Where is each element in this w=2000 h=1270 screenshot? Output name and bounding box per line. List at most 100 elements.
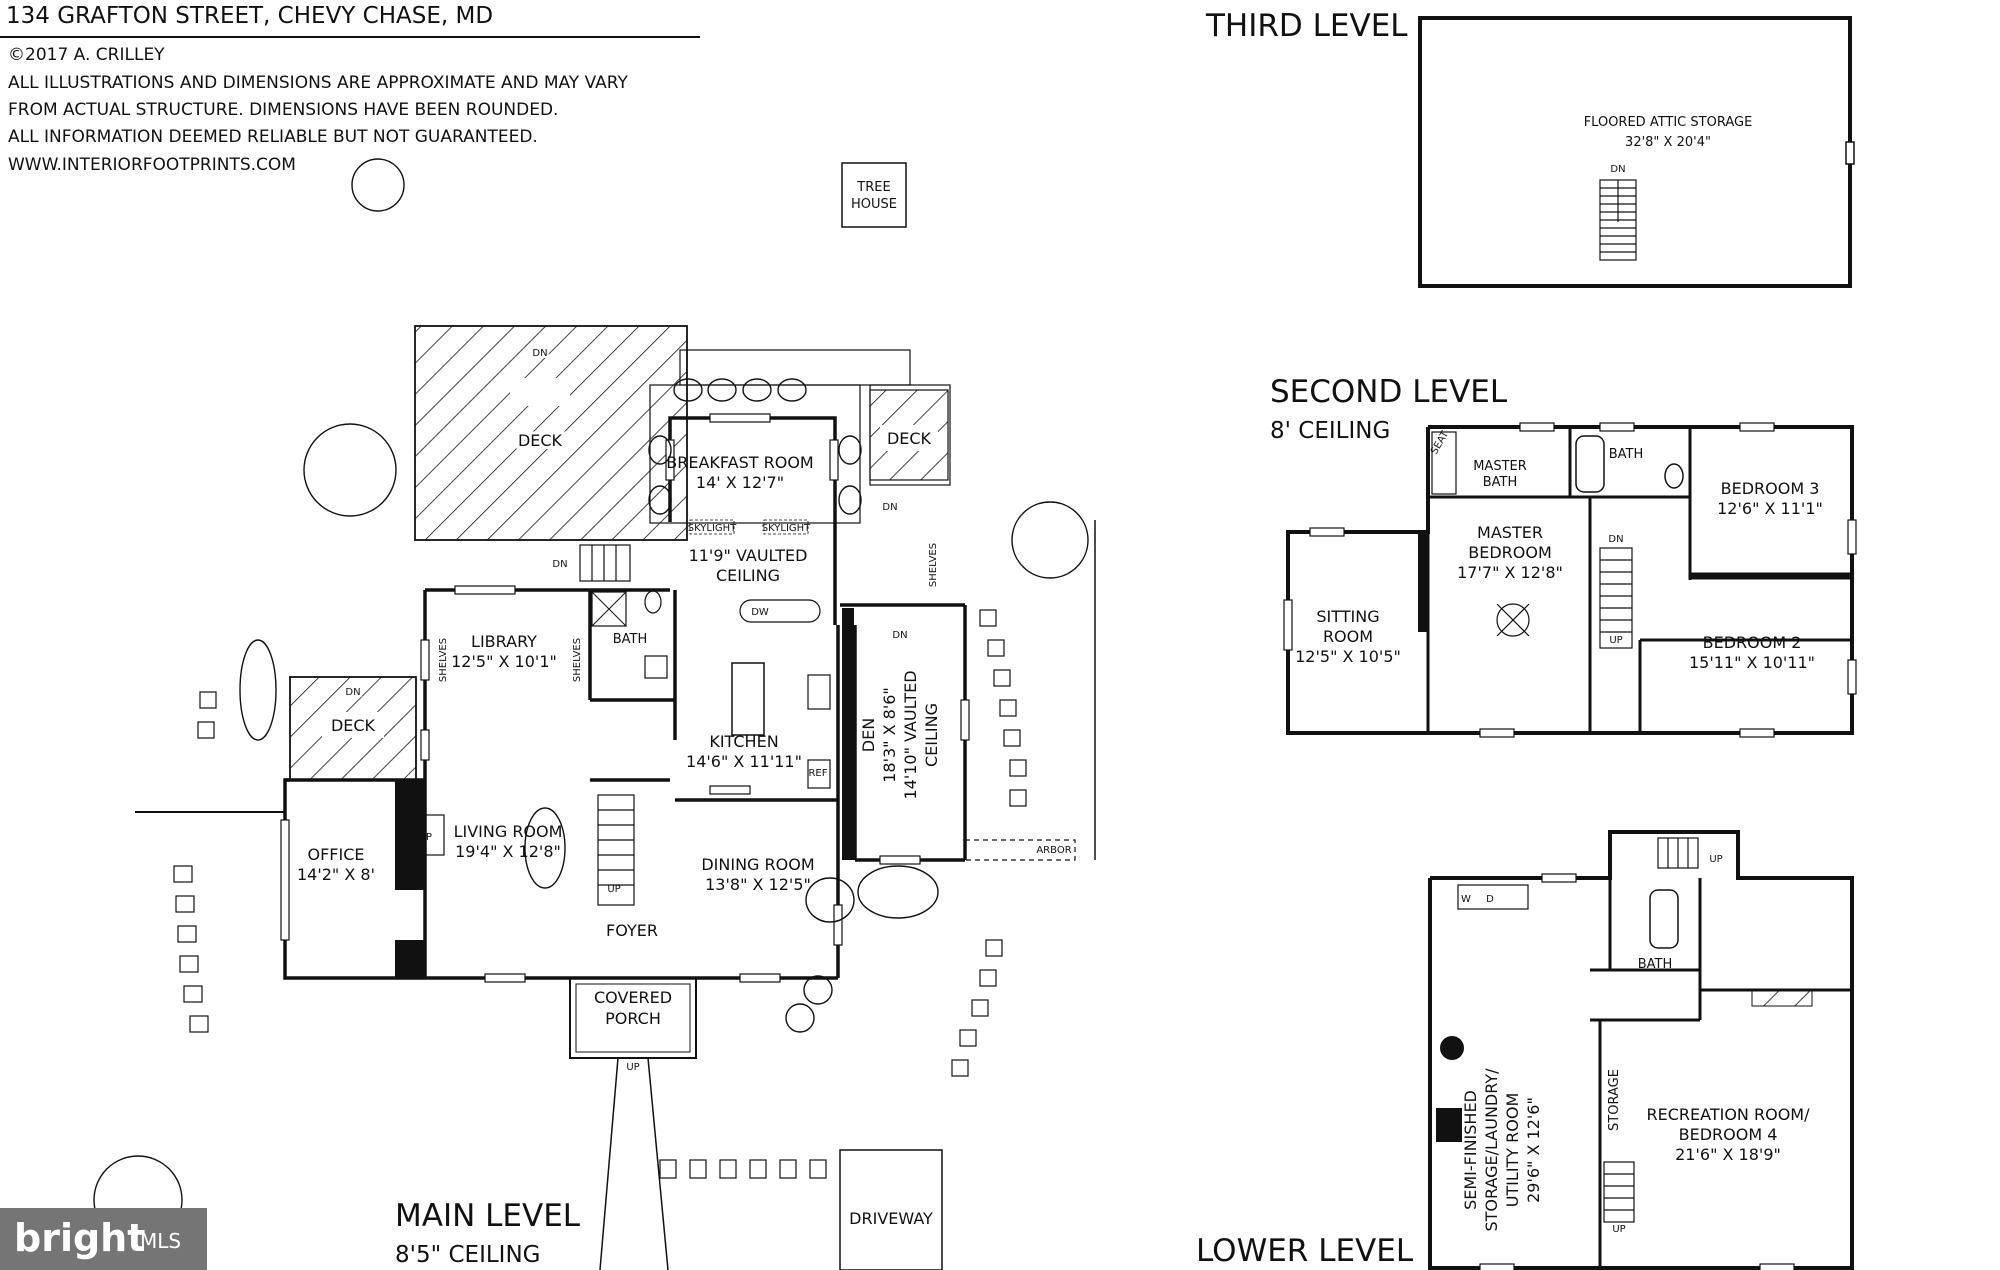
skylight-label-2: SKYLIGHT — [762, 523, 811, 534]
bedroom2-name: BEDROOM 2 — [1703, 633, 1802, 652]
third-level-plan: FLOORED ATTIC STORAGE 32'8" X 20'4" DN — [1418, 16, 1855, 288]
storage-label: STORAGE — [1607, 1069, 1622, 1131]
arbor-label: ARBOR — [1036, 845, 1071, 856]
utility-label-1: SEMI-FINISHED — [1461, 1090, 1480, 1210]
disclaimer-line-3: ALL INFORMATION DEEMED RELIABLE BUT NOT … — [8, 127, 538, 147]
rear-deck — [414, 325, 688, 541]
driveway — [839, 1149, 943, 1270]
lower-level-plan: W D UP UP BATH SEMI-FINISHED STORAGE/LAU… — [1428, 830, 1854, 1270]
attic-window — [1845, 141, 1855, 165]
lower-bath-label: BATH — [1638, 957, 1673, 972]
vaulted-label-1: 11'9" VAULTED — [689, 546, 808, 565]
driveway-label: DRIVEWAY — [849, 1209, 933, 1228]
attic-outline — [1418, 16, 1852, 288]
main-level-plan: TREE HOUSE DECK DN — [93, 158, 1096, 1270]
master-shower — [1431, 431, 1457, 495]
lower-tub — [1649, 889, 1679, 949]
lower-up-label-bottom: UP — [1612, 1224, 1625, 1235]
master-label-1: MASTER — [1477, 523, 1543, 542]
second-dn-label: DN — [1608, 534, 1623, 545]
porch-label-2: PORCH — [605, 1009, 661, 1028]
tree-house-label-1: TREE — [856, 180, 890, 195]
fridge-label: REF — [808, 768, 827, 779]
skylight-label-1: SKYLIGHT — [688, 523, 737, 534]
sitting-label-2: ROOM — [1323, 627, 1373, 646]
breakfast-name: BREAKFAST ROOM — [666, 453, 813, 472]
tub — [1575, 435, 1605, 493]
lower-stair — [1603, 837, 1699, 1223]
kitchen-dim: 14'6" X 11'11" — [686, 752, 802, 771]
rear-deck-label: DECK — [518, 431, 563, 450]
second-up-label: UP — [1609, 635, 1622, 646]
foyer-label: FOYER — [606, 921, 658, 940]
sitting-label-1: SITTING — [1316, 607, 1379, 626]
utility-label-3: UTILITY ROOM — [1503, 1093, 1522, 1208]
stepping-stones — [173, 609, 1027, 1179]
dining-name: DINING ROOM — [701, 855, 814, 874]
fireplace-block — [395, 780, 425, 890]
second-stair — [1599, 547, 1633, 649]
dryer-label: D — [1486, 894, 1494, 905]
vaulted-label-2: CEILING — [716, 566, 780, 585]
second-level-title: SECOND LEVEL — [1270, 374, 1508, 410]
den-west-wall — [842, 608, 854, 860]
tree-house-label-2: HOUSE — [851, 197, 897, 212]
attic-stair — [1599, 179, 1637, 261]
den-label-3: 14'10" VAULTED — [901, 670, 920, 799]
rec-label-3: 21'6" X 18'9" — [1675, 1145, 1781, 1164]
furnace — [1436, 1108, 1462, 1142]
kitchen-island — [731, 662, 765, 736]
water-heater — [1440, 1036, 1464, 1060]
lower-level-title: LOWER LEVEL — [1196, 1233, 1414, 1269]
rec-label-1: RECREATION ROOM/ — [1647, 1105, 1811, 1124]
office-dim: 14'2" X 8' — [297, 865, 375, 884]
living-dim: 19'4" X 12'8" — [455, 842, 561, 861]
den-label-2: 18'3" X 8'6" — [880, 687, 899, 783]
fireplace-label: FP — [420, 832, 432, 843]
bright-mls-watermark: bright MLS — [0, 1208, 207, 1270]
library-stair-dn: DN — [552, 559, 567, 570]
address-title: 134 GRAFTON STREET, CHEVY CHASE, MD — [6, 3, 494, 29]
main-windows — [280, 413, 970, 983]
washer-label: W — [1461, 894, 1471, 905]
dining-dim: 13'8" X 12'5" — [705, 875, 811, 894]
sitting-closet-wall — [1418, 532, 1428, 632]
third-level-title: THIRD LEVEL — [1206, 8, 1408, 44]
rear-deck-dn: DN — [532, 348, 547, 359]
side-deck-dn: DN — [882, 502, 897, 513]
watermark-brand: bright — [14, 1216, 146, 1260]
second-level-plan: SEAT MASTER BATH BATH BEDROOM 3 12'6" X … — [1283, 422, 1857, 738]
disclaimer-line-2: FROM ACTUAL STRUCTURE. DIMENSIONS HAVE B… — [8, 100, 559, 120]
master-dim: 17'7" X 12'8" — [1457, 563, 1563, 582]
library-shelves-right: SHELVES — [572, 638, 583, 682]
tree-house — [841, 162, 907, 228]
title-underline — [0, 36, 700, 38]
sitting-dim: 12'5" X 10'5" — [1295, 647, 1401, 666]
library-dim: 12'5" X 10'1" — [451, 652, 557, 671]
breakfast-dim: 14' X 12'7" — [696, 473, 784, 492]
main-bath-label: BATH — [613, 632, 648, 647]
master-bath-label-2: BATH — [1483, 475, 1518, 490]
attic-dn-label: DN — [1610, 164, 1625, 175]
den-shelves: SHELVES — [928, 543, 939, 587]
disclaimer-line-1: ALL ILLUSTRATIONS AND DIMENSIONS ARE APP… — [8, 73, 628, 93]
shrubs — [93, 158, 1089, 1245]
attic-name: FLOORED ATTIC STORAGE — [1584, 115, 1753, 130]
master-label-2: BEDROOM — [1468, 543, 1552, 562]
office-deck-label: DECK — [331, 716, 376, 735]
main-stairs — [579, 544, 635, 906]
attic-dimensions: 32'8" X 20'4" — [1625, 135, 1711, 150]
master-bath-label-1: MASTER — [1473, 459, 1527, 474]
dishwasher-label: DW — [751, 607, 769, 618]
office-deck-dn: DN — [345, 687, 360, 698]
lower-up-label-top: UP — [1709, 854, 1722, 865]
ceiling-fan — [1496, 603, 1530, 637]
toilet — [1664, 463, 1684, 489]
hall-bath-label: BATH — [1609, 447, 1644, 462]
lower-outer-wall — [1428, 830, 1854, 1270]
den-label-1: DEN — [859, 718, 878, 752]
second-level-ceiling: 8' CEILING — [1270, 418, 1391, 444]
foyer-stair-up: UP — [607, 884, 620, 895]
porch-up: UP — [626, 1062, 639, 1073]
porch-label-1: COVERED — [594, 988, 672, 1007]
